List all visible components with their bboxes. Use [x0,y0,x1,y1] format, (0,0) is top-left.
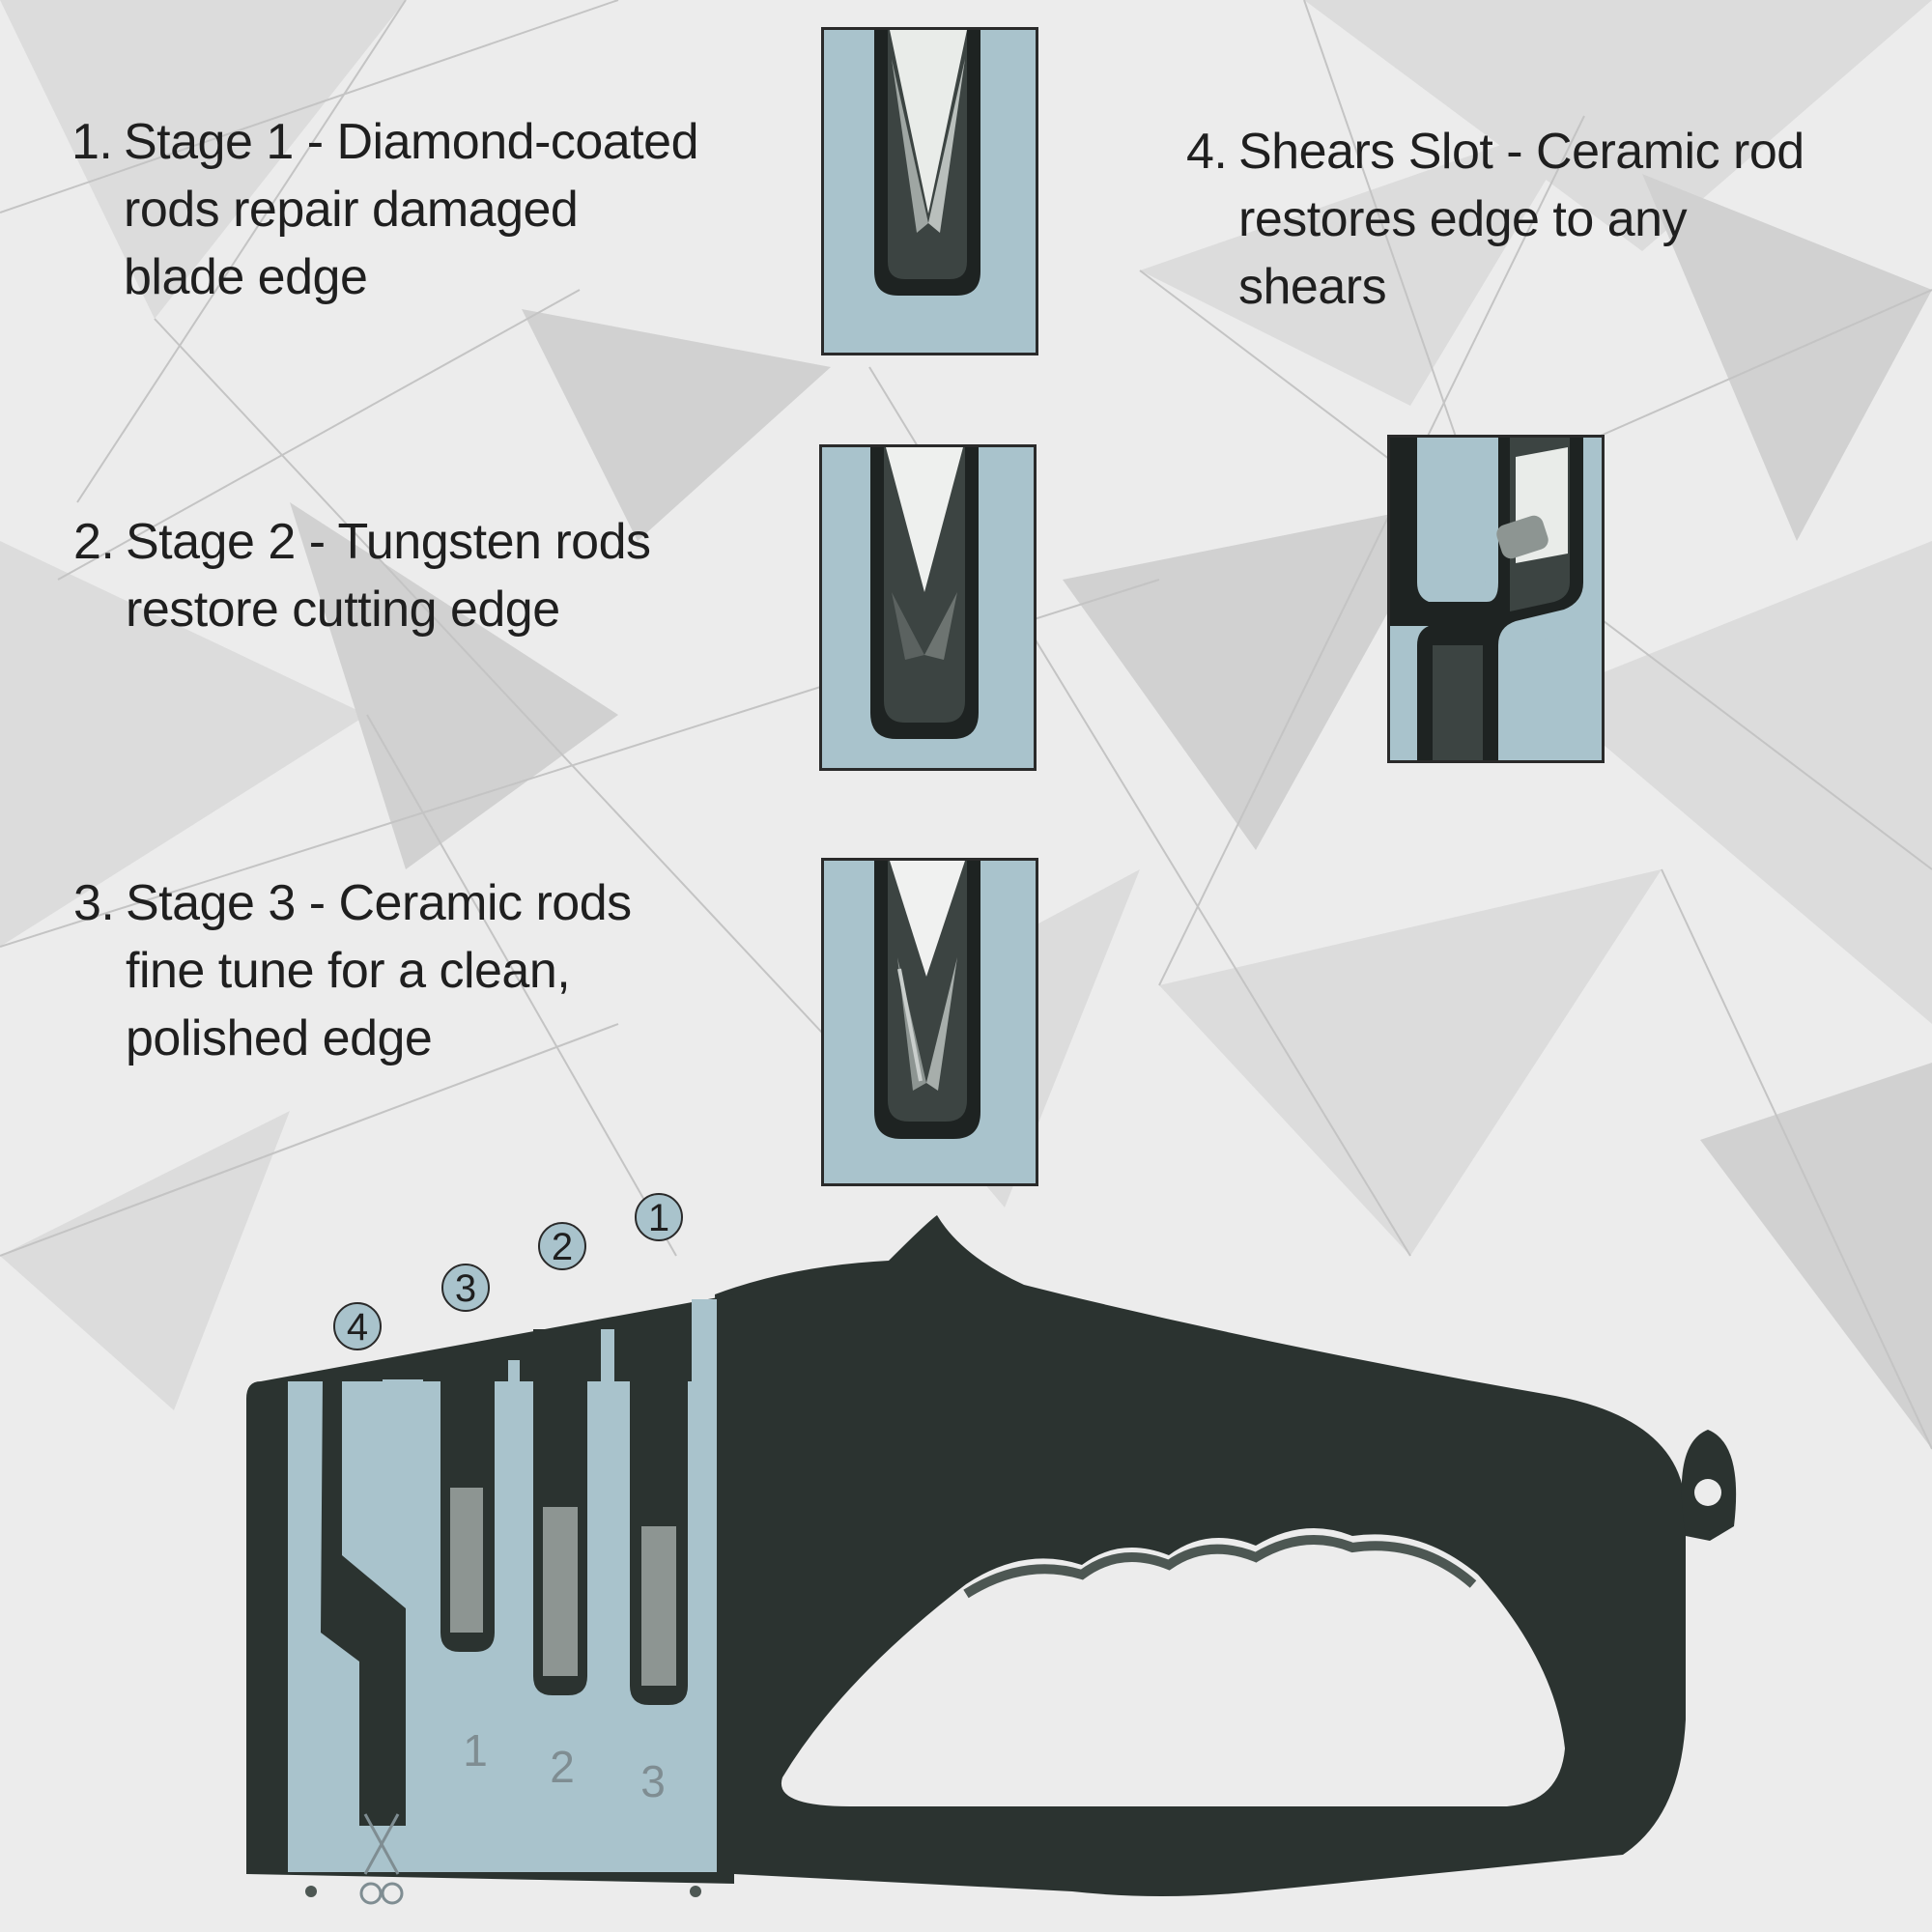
stage-3-line-2: fine tune for a clean, [126,943,571,999]
stage-3-line-1: Stage 3 - Ceramic rods [126,875,632,931]
stage-2-line-1: Stage 2 - Tungsten rods [126,514,651,570]
stage-1-closeup [821,27,1038,355]
stage-2-description: 2.Stage 2 - Tungsten rods restore cuttin… [73,508,651,643]
stage-4-line-1: Shears Slot - Ceramic rod [1238,124,1804,180]
stage-2-closeup [819,444,1037,771]
stage-2-number: 2. [73,514,115,570]
stage-4-line-3: shears [1238,259,1387,315]
stage-2-line-2: restore cutting edge [126,582,560,638]
stage-1-number: 1. [71,114,113,170]
stage-1-line-2: rods repair damaged [124,182,579,238]
stage-1-line-1: Stage 1 - Diamond-coated [124,114,699,170]
shears-slot-closeup [1387,435,1605,763]
stage-3-number: 3. [73,875,115,931]
shears-slot [321,1379,406,1826]
slot-engraving-1: 1 [463,1725,488,1776]
slot-engraving-3: 3 [640,1756,666,1806]
stage-3-closeup [821,858,1038,1186]
scissors-icon [359,1813,404,1905]
stage-3-description: 3.Stage 3 - Ceramic rods fine tune for a… [73,869,632,1072]
stage-4-description: 4.Shears Slot - Ceramic rod restores edg… [1186,118,1804,321]
stage-4-line-2: restores edge to any [1238,191,1688,247]
stage-4-number: 4. [1186,124,1228,180]
sharpener-icon: 1 2 3 [246,1215,1737,1905]
stage-1-line-3: blade edge [124,249,368,305]
stage-3-line-3: polished edge [126,1010,433,1066]
slot-engraving-2: 2 [550,1742,575,1792]
handle-grip-opening [781,1528,1565,1806]
stage-1-description: 1.Stage 1 - Diamond-coated rods repair d… [71,108,699,311]
